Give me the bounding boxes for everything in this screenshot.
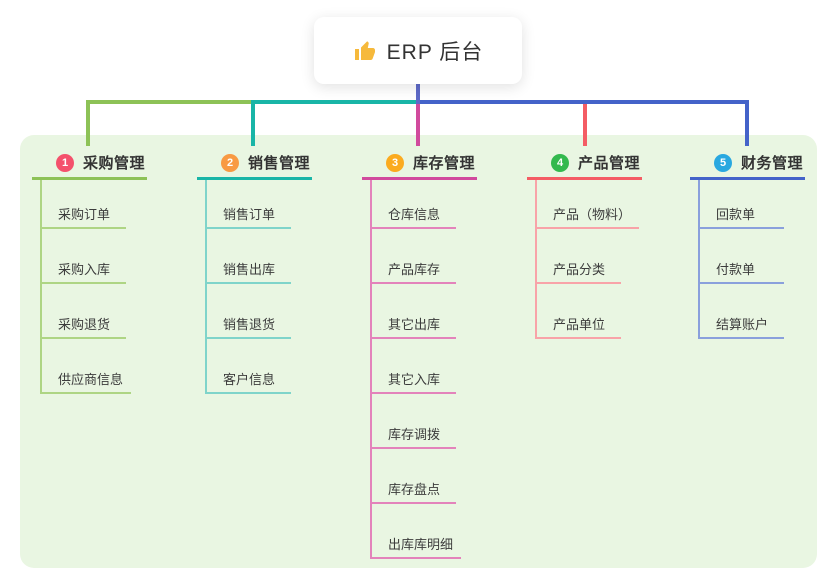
bus-segment-2	[251, 100, 417, 104]
diagram-panel	[20, 135, 817, 568]
branch-3-child-6[interactable]: 库存盘点	[370, 478, 456, 504]
branch-3-child-7[interactable]: 出库库明细	[370, 533, 462, 559]
branch-1-number-badge: 1	[56, 153, 74, 172]
branch-3-child-2[interactable]: 产品库存	[370, 258, 456, 284]
branch-2-child-4[interactable]: 客户信息	[205, 368, 291, 394]
branch-5-child-3[interactable]: 结算账户	[698, 313, 784, 339]
branch-4-child-2[interactable]: 产品分类	[535, 258, 621, 284]
thumbs-up-icon	[353, 39, 377, 63]
branch-1-title: 采购管理	[83, 155, 146, 172]
branch-2-drop-line	[251, 100, 255, 146]
branch-2-number-badge: 2	[221, 153, 239, 172]
branch-1-drop-line	[86, 100, 90, 146]
branch-2-node[interactable]: 2 销售管理	[197, 148, 312, 180]
branch-4-drop-line	[583, 100, 587, 146]
branch-4-node[interactable]: 4 产品管理	[527, 148, 642, 180]
branch-3-drop-line	[416, 100, 420, 146]
branch-4-child-3[interactable]: 产品单位	[535, 313, 621, 339]
branch-3-child-5[interactable]: 库存调拨	[370, 423, 456, 449]
branch-4-number-badge: 4	[551, 153, 569, 172]
root-node[interactable]: ERP 后台	[314, 17, 522, 84]
branch-5-child-2[interactable]: 付款单	[698, 258, 784, 284]
branch-5-child-1[interactable]: 回款单	[698, 203, 784, 229]
branch-3-spine-line	[370, 178, 372, 559]
branch-1-node[interactable]: 1 采购管理	[32, 148, 147, 180]
branch-1-child-4[interactable]: 供应商信息	[40, 368, 132, 394]
root-trunk-line	[416, 84, 420, 104]
branch-4-child-1[interactable]: 产品（物料）	[535, 203, 640, 229]
branch-3-node[interactable]: 3 库存管理	[362, 148, 477, 180]
branch-1-spine-line	[40, 178, 42, 394]
branch-1-child-1[interactable]: 采购订单	[40, 203, 126, 229]
branch-4-title: 产品管理	[578, 155, 641, 172]
branch-5-node[interactable]: 5 财务管理	[690, 148, 805, 180]
branch-2-child-1[interactable]: 销售订单	[205, 203, 291, 229]
branch-5-drop-line	[745, 100, 749, 146]
branch-3-number-badge: 3	[386, 153, 404, 172]
branch-1-child-3[interactable]: 采购退货	[40, 313, 126, 339]
bus-segment-3	[417, 100, 749, 104]
branch-3-child-4[interactable]: 其它入库	[370, 368, 456, 394]
branch-5-spine-line	[698, 178, 700, 339]
bus-segment-1	[86, 100, 251, 104]
branch-2-child-3[interactable]: 销售退货	[205, 313, 291, 339]
branch-3-title: 库存管理	[413, 155, 476, 172]
branch-1-child-2[interactable]: 采购入库	[40, 258, 126, 284]
branch-5-title: 财务管理	[741, 155, 804, 172]
branch-2-child-2[interactable]: 销售出库	[205, 258, 291, 284]
branch-2-spine-line	[205, 178, 207, 394]
branch-2-title: 销售管理	[248, 155, 311, 172]
branch-3-child-1[interactable]: 仓库信息	[370, 203, 456, 229]
branch-3-child-3[interactable]: 其它出库	[370, 313, 456, 339]
branch-5-number-badge: 5	[714, 153, 732, 172]
root-title: ERP 后台	[386, 40, 484, 64]
branch-4-spine-line	[535, 178, 537, 339]
